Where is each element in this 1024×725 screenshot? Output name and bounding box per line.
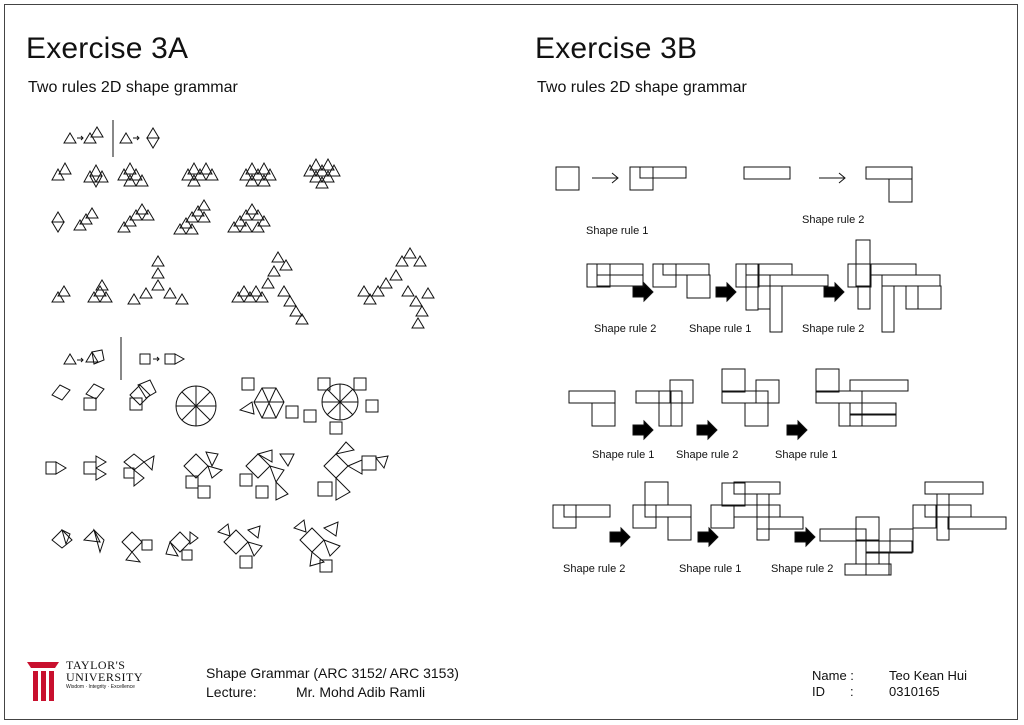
quad-sequence-row-3 bbox=[51, 519, 341, 573]
exercise-3a-title: Exercise 3A bbox=[26, 32, 189, 65]
name-label: Name : bbox=[812, 668, 854, 683]
rule-label: Shape rule 1 bbox=[592, 449, 655, 461]
exercise-3a-drawings bbox=[45, 120, 435, 573]
student-id: 0310165 bbox=[889, 684, 940, 699]
rule-label: Shape rule 1 bbox=[689, 323, 752, 335]
exercise-3b-title: Exercise 3B bbox=[535, 32, 698, 65]
quad-sequence-row-1 bbox=[51, 377, 379, 435]
triangle-sequence-row-3 bbox=[51, 247, 435, 329]
logo-line-2: UNIVERSITY bbox=[66, 670, 143, 684]
logo-line-1: TAYLOR'S bbox=[66, 658, 126, 672]
student-name: Teo Kean Hui bbox=[889, 668, 968, 683]
quad-sequence-row-2 bbox=[45, 441, 389, 501]
id-label: ID bbox=[812, 684, 825, 699]
rule-label: Shape rule 2 bbox=[594, 323, 657, 335]
lecturer-name: Mr. Mohd Adib Ramli bbox=[296, 684, 426, 700]
university-logo-mark bbox=[27, 662, 59, 701]
exercise-3b-subtitle: Two rules 2D shape grammar bbox=[537, 79, 747, 96]
exercise-3b-drawings bbox=[552, 166, 1007, 576]
rule-label: Shape rule 1 bbox=[679, 563, 742, 575]
lecture-label: Lecture: bbox=[206, 684, 257, 700]
rule-label: Shape rule 2 bbox=[771, 563, 834, 575]
logo-text: TAYLOR'S UNIVERSITY Wisdom · Integrity ·… bbox=[66, 659, 143, 691]
logo-tagline: Wisdom · Integrity · Excellence bbox=[66, 684, 135, 690]
rule-label: Shape rule 2 bbox=[802, 323, 865, 335]
triangle-rules bbox=[63, 120, 160, 157]
exercise-3a-subtitle: Two rules 2D shape grammar bbox=[28, 79, 238, 96]
rule-label: Shape rule 1 bbox=[586, 225, 649, 237]
page-frame bbox=[4, 4, 1018, 720]
rule-label: Shape rule 2 bbox=[676, 449, 739, 461]
id-colon: : bbox=[850, 684, 854, 699]
course-name: Shape Grammar (ARC 3152/ ARC 3153) bbox=[206, 665, 459, 681]
triangle-sequence-row-2 bbox=[51, 199, 271, 235]
quad-rules bbox=[63, 337, 186, 380]
rule-label: Shape rule 1 bbox=[775, 449, 838, 461]
triangle-sequence-row-1 bbox=[51, 157, 341, 189]
rule-label: Shape rule 2 bbox=[563, 563, 626, 575]
rule-label: Shape rule 2 bbox=[802, 214, 865, 226]
